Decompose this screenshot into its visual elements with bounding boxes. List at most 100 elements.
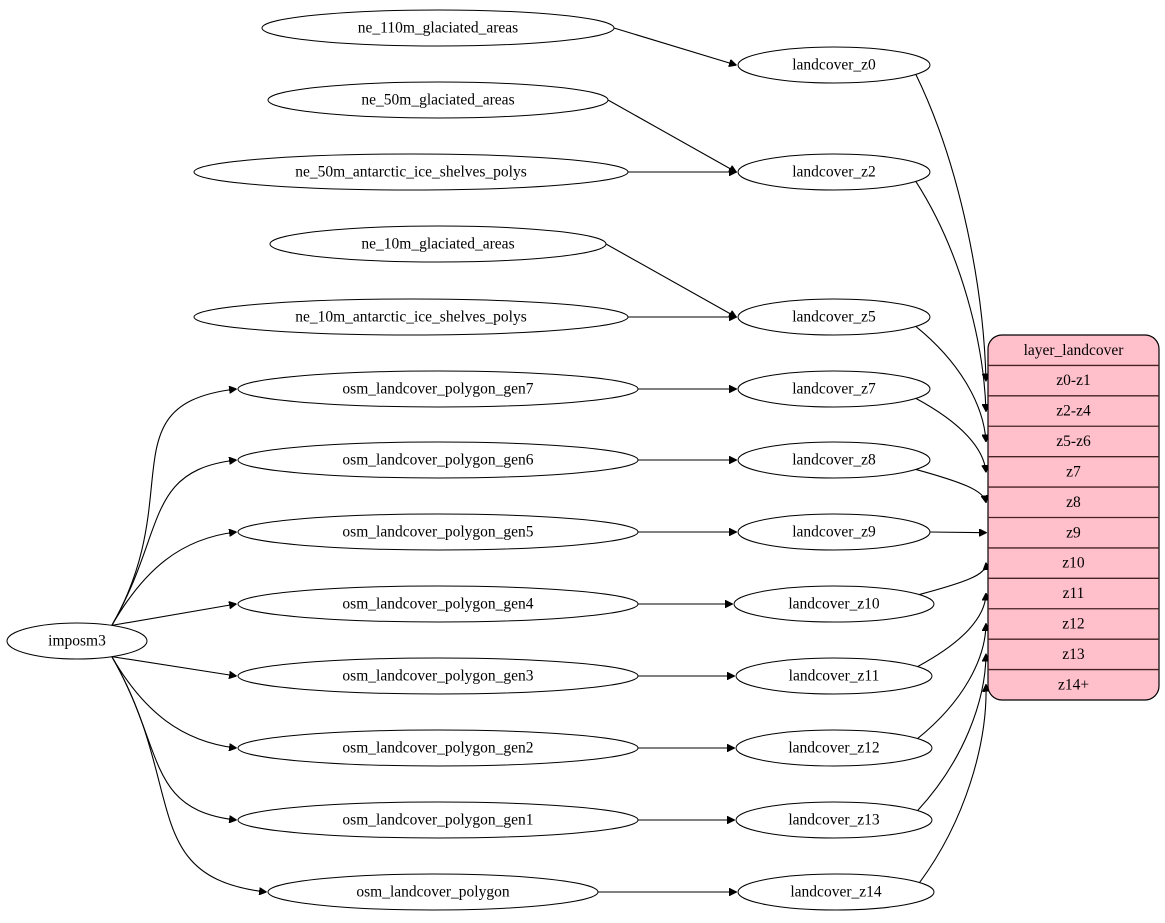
node-ellipse (237, 370, 639, 408)
node-label: osm_landcover_polygon (356, 884, 510, 901)
landcover-node-landcover_z2[interactable]: landcover_z2 (737, 153, 931, 191)
node-label: landcover_z13 (788, 812, 879, 829)
landcover-node-landcover_z11[interactable]: landcover_z11 (735, 657, 933, 695)
node-label: landcover_z14 (790, 884, 881, 901)
node-label: landcover_z7 (792, 381, 876, 398)
landcover-node-landcover_z12[interactable]: landcover_z12 (735, 729, 933, 767)
ne-node-ne_50m_glaciated_areas[interactable]: ne_50m_glaciated_areas (267, 81, 609, 119)
table-row-z12[interactable]: z12 (1062, 616, 1084, 633)
node-ellipse (735, 657, 933, 695)
edge-imposm3-to-osm_landcover_polygon_gen3 (111, 656, 236, 676)
node-ellipse (193, 153, 629, 191)
edge-landcover_z0-to-layer_landcover-z0-z1 (915, 74, 986, 380)
osm-node-osm_landcover_polygon[interactable]: osm_landcover_polygon (267, 873, 599, 911)
ne-node-ne_10m_glaciated_areas[interactable]: ne_10m_glaciated_areas (269, 225, 607, 263)
ne-node-ne_10m_antarctic_ice_shelves_polys[interactable]: ne_10m_antarctic_ice_shelves_polys (193, 298, 629, 336)
node-ellipse (733, 585, 935, 623)
osm-node-osm_landcover_polygon_gen2[interactable]: osm_landcover_polygon_gen2 (237, 729, 639, 767)
edge-ne_110m_glaciated_areas-to-landcover_z0 (613, 27, 736, 65)
osm-node-osm_landcover_polygon_gen3[interactable]: osm_landcover_polygon_gen3 (237, 657, 639, 695)
node-label: landcover_z12 (788, 740, 879, 757)
edge-landcover_z8-to-layer_landcover-z8 (915, 468, 986, 502)
edge-imposm3-to-osm_landcover_polygon_gen7 (111, 389, 236, 626)
node-ellipse (267, 873, 599, 911)
node-ellipse (737, 513, 931, 551)
node-label: ne_10m_antarctic_ice_shelves_polys (295, 309, 527, 326)
node-ellipse (737, 441, 931, 479)
table-row-z14+[interactable]: z14+ (1058, 676, 1089, 693)
node-label: osm_landcover_polygon_gen1 (342, 812, 533, 829)
table-row-z11[interactable]: z11 (1063, 585, 1085, 602)
node-label: landcover_z11 (789, 668, 880, 685)
node-label: osm_landcover_polygon_gen2 (342, 740, 533, 757)
edge-imposm3-to-osm_landcover_polygon (111, 656, 266, 892)
edge-landcover_z5-to-layer_landcover-z5-z6 (915, 325, 986, 441)
edge-landcover_z12-to-layer_landcover-z12 (917, 624, 986, 740)
osm-node-osm_landcover_polygon_gen1[interactable]: osm_landcover_polygon_gen1 (237, 801, 639, 839)
node-label: osm_landcover_polygon_gen4 (342, 596, 533, 613)
table-row-z9[interactable]: z9 (1066, 524, 1081, 541)
osm-node-osm_landcover_polygon_gen6[interactable]: osm_landcover_polygon_gen6 (237, 441, 639, 479)
node-label: ne_50m_glaciated_areas (361, 92, 514, 109)
node-label: landcover_z9 (792, 524, 876, 541)
table-row-z13[interactable]: z13 (1062, 646, 1085, 663)
osm-node-osm_landcover_polygon_gen4[interactable]: osm_landcover_polygon_gen4 (237, 585, 639, 623)
node-label: osm_landcover_polygon_gen3 (342, 668, 533, 685)
landcover-node-landcover_z5[interactable]: landcover_z5 (737, 298, 931, 336)
table-row-z7[interactable]: z7 (1066, 463, 1081, 480)
edge-imposm3-to-osm_landcover_polygon_gen4 (111, 604, 236, 626)
node-label: ne_10m_glaciated_areas (361, 236, 514, 253)
edge-imposm3-to-osm_landcover_polygon_gen5 (111, 532, 236, 626)
node-label: ne_110m_glaciated_areas (358, 20, 518, 37)
osm-node-osm_landcover_polygon_gen5[interactable]: osm_landcover_polygon_gen5 (237, 513, 639, 551)
node-ellipse (237, 513, 639, 551)
table-title: layer_landcover (1024, 342, 1125, 359)
landcover-node-landcover_z13[interactable]: landcover_z13 (735, 801, 933, 839)
node-ellipse (237, 801, 639, 839)
node-label: osm_landcover_polygon_gen7 (342, 381, 533, 398)
table-row-z5-z6[interactable]: z5-z6 (1056, 433, 1091, 450)
node-ellipse (267, 81, 609, 119)
edge-imposm3-to-osm_landcover_polygon_gen2 (111, 656, 236, 748)
node-ellipse (237, 441, 639, 479)
node-label: landcover_z2 (792, 164, 876, 181)
ne-node-ne_110m_glaciated_areas[interactable]: ne_110m_glaciated_areas (261, 9, 615, 47)
table-row-z10[interactable]: z10 (1062, 555, 1085, 572)
node-label: imposm3 (48, 633, 106, 650)
node-ellipse (737, 46, 931, 84)
edge-landcover_z2-to-layer_landcover-z2-z4 (915, 181, 986, 411)
edge-landcover_z14-to-layer_landcover-z14+ (919, 685, 987, 883)
landcover-node-landcover_z9[interactable]: landcover_z9 (737, 513, 931, 551)
node-ellipse (737, 873, 935, 911)
node-ellipse (735, 801, 933, 839)
table-row-z8[interactable]: z8 (1066, 494, 1081, 511)
edge-landcover_z11-to-layer_landcover-z11 (917, 594, 986, 668)
node-ellipse (237, 585, 639, 623)
node-label: osm_landcover_polygon_gen5 (342, 524, 533, 541)
landcover-node-landcover_z8[interactable]: landcover_z8 (737, 441, 931, 479)
node-ellipse (237, 657, 639, 695)
osm-node-osm_landcover_polygon_gen7[interactable]: osm_landcover_polygon_gen7 (237, 370, 639, 408)
table-row-z2-z4[interactable]: z2-z4 (1056, 403, 1091, 420)
landcover-node-landcover_z14[interactable]: landcover_z14 (737, 873, 935, 911)
source-node-imposm3[interactable]: imposm3 (6, 622, 148, 660)
landcover-node-landcover_z10[interactable]: landcover_z10 (733, 585, 935, 623)
edge-landcover_z10-to-layer_landcover-z10 (919, 563, 986, 596)
node-ellipse (737, 298, 931, 336)
node-label: landcover_z10 (788, 596, 879, 613)
node-label: landcover_z0 (792, 57, 876, 74)
landcover-node-landcover_z7[interactable]: landcover_z7 (737, 370, 931, 408)
table-row-z0-z1[interactable]: z0-z1 (1056, 372, 1090, 389)
nodes-layer: ne_110m_glaciated_areas ne_50m_glaciated_… (6, 9, 935, 911)
node-label: landcover_z8 (792, 452, 876, 469)
node-ellipse (261, 9, 615, 47)
edges-layer (111, 27, 987, 892)
edge-imposm3-to-osm_landcover_polygon_gen1 (111, 656, 236, 820)
landcover-node-landcover_z0[interactable]: landcover_z0 (737, 46, 931, 84)
node-ellipse (237, 729, 639, 767)
node-ellipse (735, 729, 933, 767)
node-ellipse (193, 298, 629, 336)
ne-node-ne_50m_antarctic_ice_shelves_polys[interactable]: ne_50m_antarctic_ice_shelves_polys (193, 153, 629, 191)
